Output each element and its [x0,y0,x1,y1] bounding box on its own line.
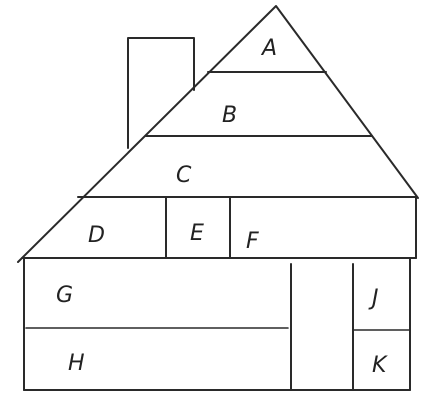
label-k: K [372,353,388,378]
chimney [128,38,194,148]
label-a: A [260,36,277,61]
label-b: B [222,103,237,128]
label-j: J [368,286,379,311]
roof-outline [18,6,418,262]
label-d: D [88,223,105,248]
label-f: F [246,229,259,254]
label-g: G [56,283,73,308]
label-h: H [68,351,85,376]
label-e: E [190,221,204,246]
label-c: C [176,163,192,188]
